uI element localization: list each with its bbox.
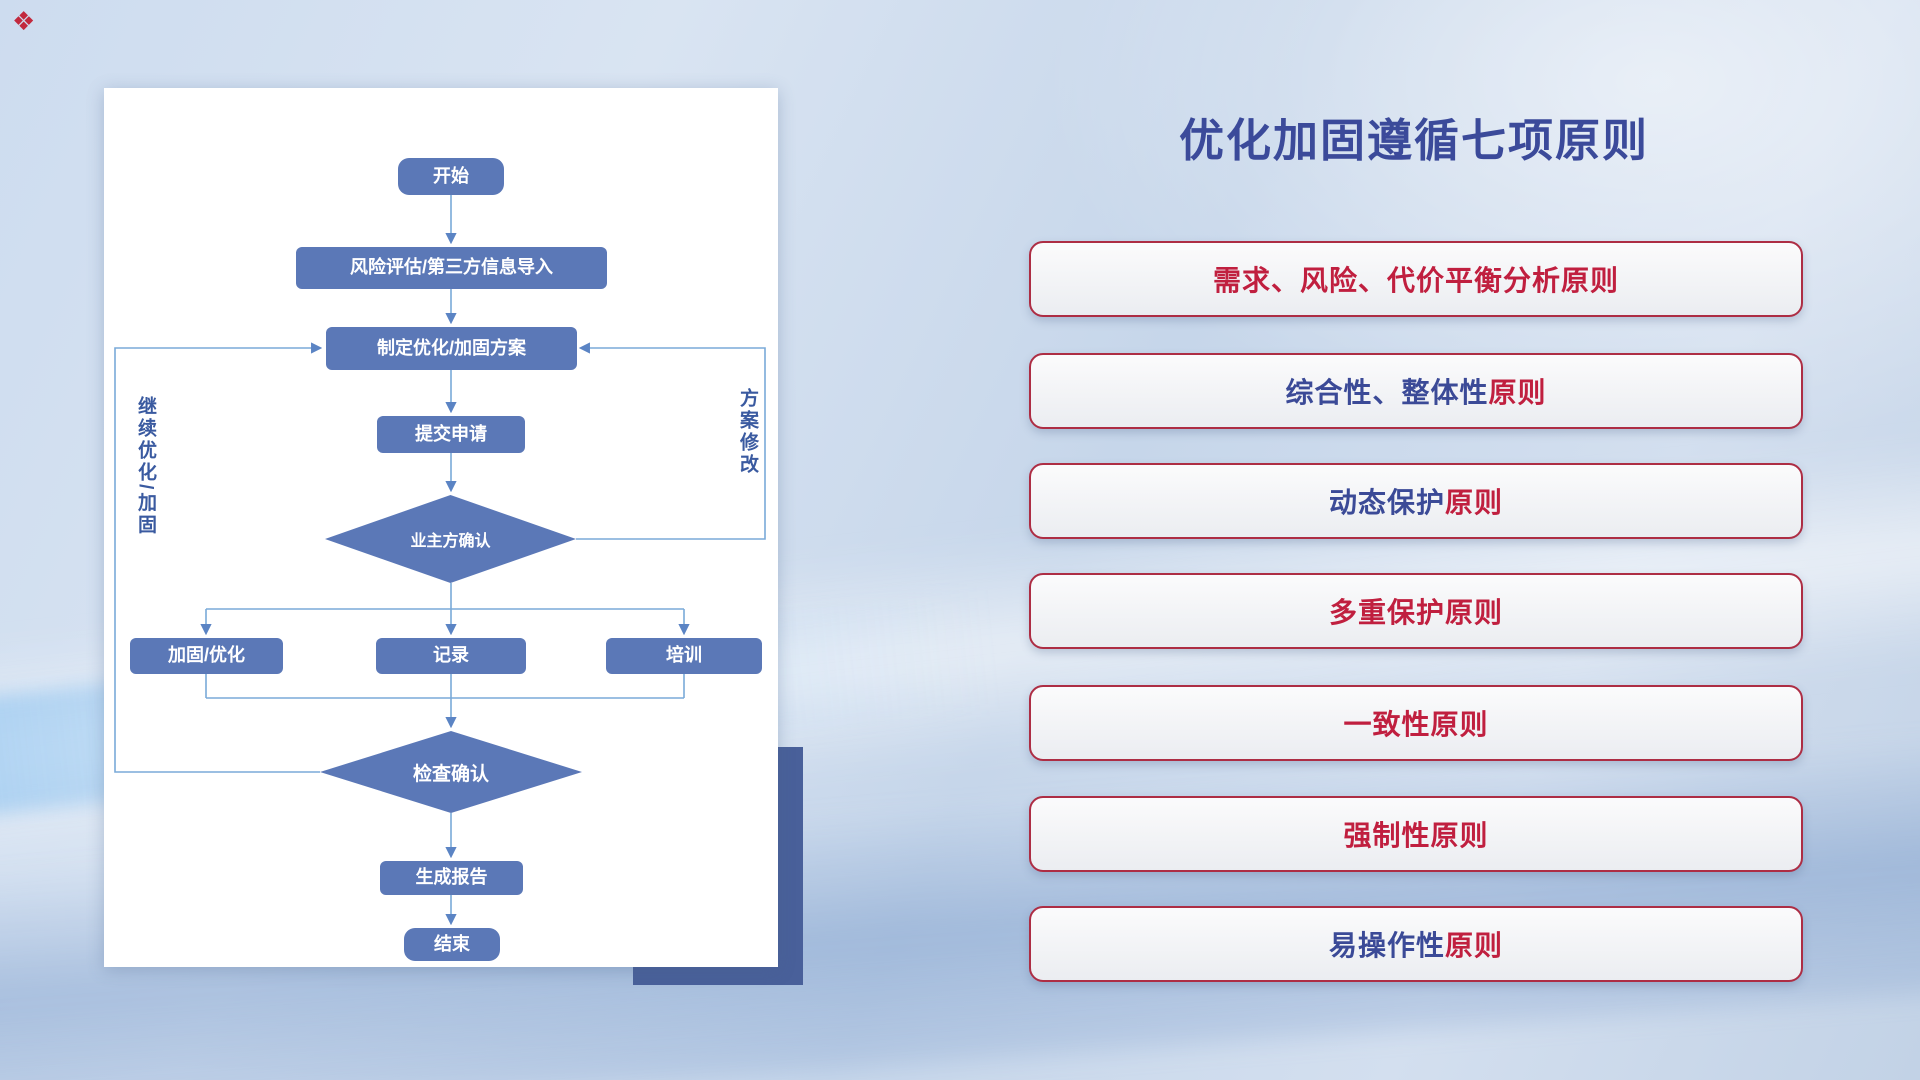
flow-node-training: 培训 xyxy=(606,638,762,674)
principle-text-red: 原则 xyxy=(1445,930,1504,961)
flowchart-card: 开始 风险评估/第三方信息导入 制定优化/加固方案 提交申请 业主方确认 加固/… xyxy=(104,88,778,967)
principle-item-7: 易操作性原则 xyxy=(1029,906,1803,982)
brand-logo-icon: ❖ xyxy=(12,6,36,36)
flow-node-generate-report: 生成报告 xyxy=(380,861,523,895)
principle-text-blue: 动态保护 xyxy=(1328,487,1445,518)
flow-node-end: 结束 xyxy=(404,928,500,961)
principle-text-red: 需求、风险、代价平衡分析原则 xyxy=(1212,265,1619,296)
principle-item-1: 需求、风险、代价平衡分析原则 xyxy=(1029,241,1803,317)
flow-node-record: 记录 xyxy=(376,638,526,674)
principle-item-5: 一致性原则 xyxy=(1029,685,1803,761)
principle-item-2: 综合性、整体性原则 xyxy=(1029,353,1803,429)
flow-label-continue-optimize: 继续优化/加固 xyxy=(135,396,156,537)
principle-item-3: 动态保护原则 xyxy=(1029,463,1803,539)
principle-text-red: 强制性原则 xyxy=(1343,820,1489,851)
principle-item-4: 多重保护原则 xyxy=(1029,573,1803,649)
principle-text-blue: 易操作性 xyxy=(1328,930,1445,961)
flow-node-make-plan: 制定优化/加固方案 xyxy=(326,327,577,370)
principle-text-red: 多重保护原则 xyxy=(1328,597,1503,628)
flow-node-start: 开始 xyxy=(398,158,504,195)
page-title: 优化加固遵循七项原则 xyxy=(1178,115,1649,166)
flow-node-submit-application: 提交申请 xyxy=(377,416,525,453)
flow-label-plan-revision: 方案修改 xyxy=(737,388,758,476)
principle-item-6: 强制性原则 xyxy=(1029,796,1803,872)
flow-node-risk-assessment: 风险评估/第三方信息导入 xyxy=(296,247,607,289)
principle-text-red: 原则 xyxy=(1488,377,1547,408)
principle-text-red: 原则 xyxy=(1445,487,1504,518)
flow-node-reinforce-optimize: 加固/优化 xyxy=(130,638,283,674)
principle-text-red: 一致性原则 xyxy=(1343,709,1489,740)
principle-text-blue: 综合性、整体性 xyxy=(1285,377,1489,408)
